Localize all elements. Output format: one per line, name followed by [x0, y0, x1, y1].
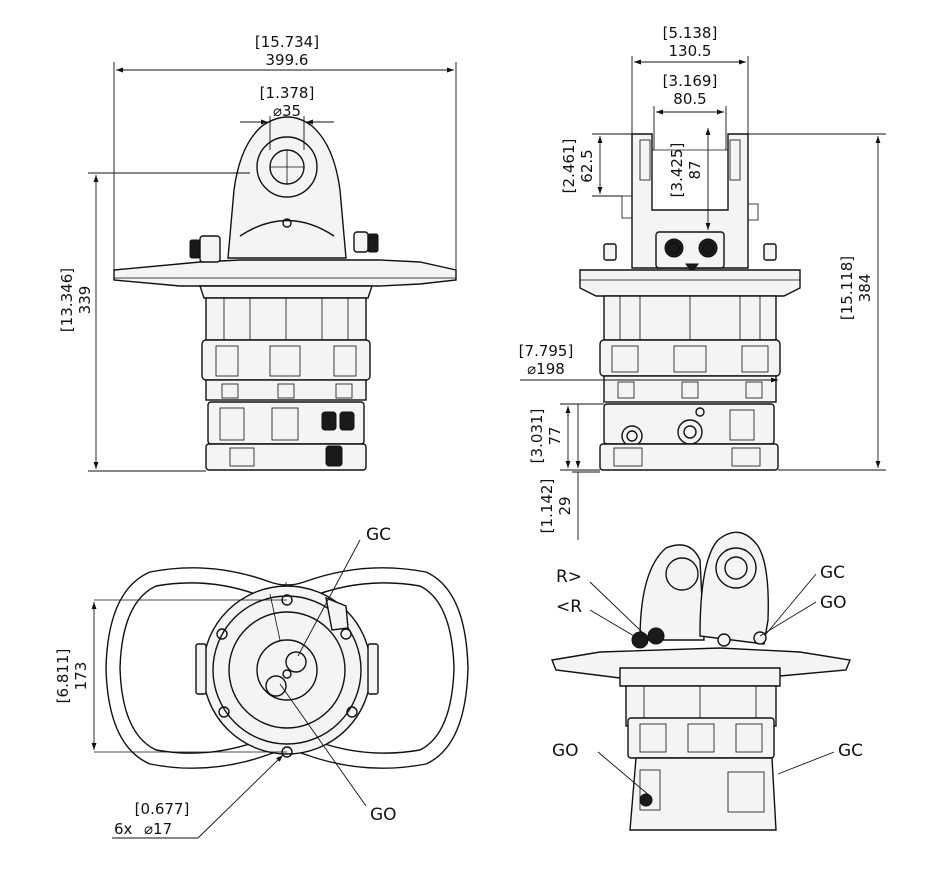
iso-go-bottom-label: GO: [552, 741, 579, 761]
side-inner-width-inch: [3.169]: [663, 72, 718, 90]
front-view: [113, 116, 457, 471]
side-height-inch: [15.118]: [838, 256, 856, 320]
iso-view: [551, 531, 851, 831]
side-shaft-extension-inch: [1.142]: [538, 479, 556, 534]
side-inner-width-dim: [3.169] 80.5: [653, 72, 727, 150]
front-width-inch: [15.734]: [255, 33, 319, 51]
side-pin-height-inch: [3.425]: [668, 143, 686, 198]
side-pin-height-dim: [3.425] 87: [668, 127, 711, 230]
side-body-diameter-inch: [7.795]: [519, 342, 574, 360]
front-pin-inch: [1.378]: [260, 84, 315, 102]
side-shaft-extension-dim: [1.142] 29: [538, 404, 600, 540]
iso-gc-top-label: GC: [820, 563, 845, 583]
iso-port-labels: R> <R GC GO GO GC: [552, 563, 863, 797]
bottom-hole-inch: [0.677]: [135, 800, 190, 818]
side-shaft-height-inch: [3.031]: [528, 409, 546, 464]
side-height-mm: 384: [856, 274, 874, 303]
bottom-hole-count: 6x: [114, 820, 133, 838]
front-height-inch: [13.346]: [58, 268, 76, 332]
front-pin-diameter-dim: [1.378] ⌀35: [240, 84, 334, 150]
side-pin-height-mm: 87: [686, 160, 704, 179]
bottom-hole-callout: [0.677] 6x ⌀17: [112, 754, 284, 839]
iso-go-top-label: GO: [820, 593, 847, 613]
side-pin-offset-mm: 62.5: [578, 149, 596, 182]
side-body-diameter-mm: ⌀198: [527, 360, 565, 378]
side-inner-width-mm: 80.5: [673, 90, 706, 108]
bottom-port-labels: GC GO: [279, 525, 397, 825]
side-shaft-height-mm: 77: [546, 426, 564, 445]
iso-r-right-label: R>: [556, 567, 582, 587]
side-shaft-extension-mm: 29: [556, 496, 574, 515]
bottom-view: [94, 567, 469, 769]
bottom-gc-label: GC: [366, 525, 391, 545]
side-pin-offset-inch: [2.461]: [560, 139, 578, 194]
side-overall-height-dim: [15.118] 384: [748, 133, 886, 471]
bottom-bolt-circle-dim: [6.811] 173: [54, 602, 97, 750]
front-width-mm: 399.6: [266, 51, 309, 69]
bottom-hole-mm: ⌀17: [144, 820, 172, 838]
side-view: [579, 133, 801, 471]
side-outer-width-inch: [5.138]: [663, 24, 718, 42]
bottom-bolt-circle-inch: [6.811]: [54, 649, 72, 704]
side-outer-width-mm: 130.5: [669, 42, 712, 60]
bottom-go-label: GO: [370, 805, 397, 825]
front-pin-mm: ⌀35: [273, 102, 301, 120]
front-overall-width-dim: [15.734] 399.6: [113, 33, 457, 270]
bottom-bolt-circle-mm: 173: [72, 662, 90, 691]
side-shaft-height-dim: [3.031] 77: [528, 403, 604, 471]
front-height-dim: [13.346] 339: [58, 172, 250, 472]
front-height-mm: 339: [76, 286, 94, 315]
side-outer-width-dim: [5.138] 130.5: [631, 24, 749, 134]
iso-r-left-label: <R: [556, 597, 582, 617]
iso-gc-bottom-label: GC: [838, 741, 863, 761]
side-pin-offset-dim: [2.461] 62.5: [560, 133, 632, 197]
side-body-diameter-dim: [7.795] ⌀198: [519, 342, 778, 383]
